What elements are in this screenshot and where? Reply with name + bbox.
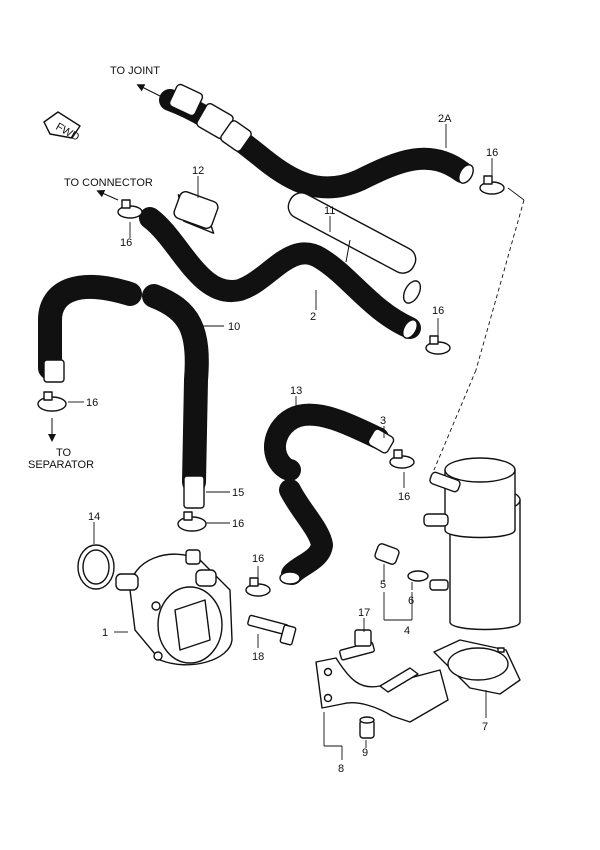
callout-16-pump-top: 16 <box>232 518 244 530</box>
callout-13: 13 <box>290 385 302 397</box>
callout-12: 12 <box>192 165 204 177</box>
collar-9 <box>359 716 375 739</box>
callout-3: 3 <box>380 415 386 427</box>
callout-15: 15 <box>232 487 244 499</box>
clamp-16-mid-right <box>425 335 451 355</box>
callout-16-connector: 16 <box>120 237 132 249</box>
callout-2a: 2A <box>438 113 452 125</box>
clamp-16-filter <box>389 449 415 469</box>
part-6-clamp <box>407 570 429 582</box>
to-separator-label-2: SEPARATOR <box>28 459 94 471</box>
callout-6: 6 <box>408 595 414 607</box>
clamp-16-left <box>37 391 67 412</box>
part-10-hose <box>38 274 209 509</box>
to-connector-label: TO CONNECTOR <box>64 177 153 189</box>
callout-2: 2 <box>310 311 316 323</box>
callout-16-left: 16 <box>86 397 98 409</box>
fuel-filter <box>423 457 521 631</box>
callout-7: 7 <box>482 721 488 733</box>
callout-8: 8 <box>338 763 344 775</box>
callout-9: 9 <box>362 747 368 759</box>
o-ring-14 <box>77 544 115 590</box>
callout-18: 18 <box>252 651 264 663</box>
clamp-16-pump-side <box>245 577 271 597</box>
to-separator-label-1: TO <box>56 447 72 459</box>
callout-11: 11 <box>324 205 335 217</box>
callout-lines <box>68 124 493 760</box>
hose-2a <box>159 83 474 199</box>
callout-17: 17 <box>358 607 370 619</box>
bolt-17 <box>339 629 375 661</box>
part-11-tube <box>287 192 422 304</box>
fwd-direction-icon: FWD <box>43 111 81 144</box>
bracket-8 <box>315 657 449 723</box>
bracket-7 <box>433 639 521 695</box>
callout-5: 5 <box>380 579 386 591</box>
callout-16-filter: 16 <box>398 491 410 503</box>
to-joint-label: TO JOINT <box>110 65 160 77</box>
callout-16-top-right: 16 <box>486 147 498 159</box>
hose-2 <box>139 207 421 339</box>
part-13-hose <box>264 403 395 585</box>
clamp-16-pump-top <box>177 511 207 532</box>
bolt-18 <box>247 614 297 646</box>
callout-4: 4 <box>404 625 410 637</box>
callout-14: 14 <box>88 511 100 523</box>
callout-16-pump-side: 16 <box>252 553 264 565</box>
assembly-leader-lines <box>433 187 525 471</box>
fuel-pump <box>115 549 233 666</box>
callout-1: 1 <box>102 627 108 639</box>
clamp-16-top-right <box>479 175 505 195</box>
callout-16-mid-right: 16 <box>432 305 444 317</box>
clamp-16-connector <box>117 199 143 219</box>
callout-10: 10 <box>228 321 240 333</box>
part-12-tube <box>173 190 219 234</box>
part-5-fitting <box>374 543 400 565</box>
